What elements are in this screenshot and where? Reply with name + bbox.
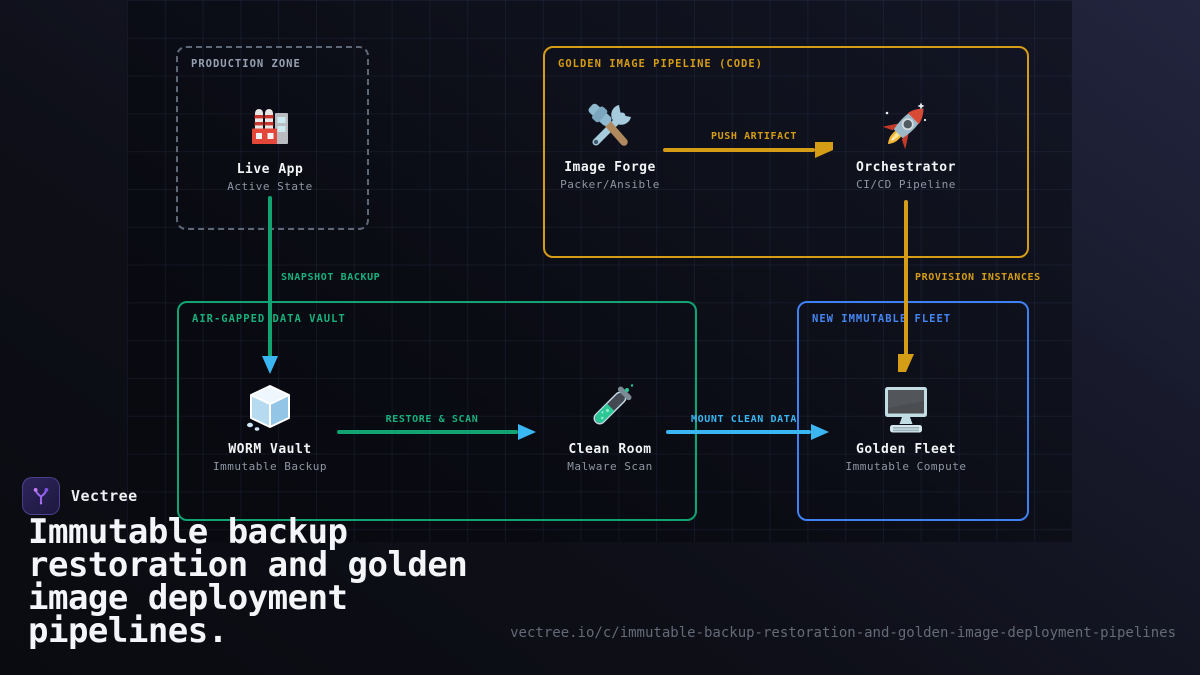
edge-provision-instances-arrowhead-icon <box>898 354 914 372</box>
node-golden-fleet-title: Golden Fleet <box>856 442 956 457</box>
node-image-forge: Image Forge Packer/Ansible <box>520 98 700 191</box>
edge-snapshot-backup-arrowhead-icon <box>262 356 278 374</box>
node-live-app-title: Live App <box>236 162 304 177</box>
edge-snapshot-backup-label: SNAPSHOT BACKUP <box>281 272 381 283</box>
zone-golden-image-pipeline: GOLDEN IMAGE PIPELINE (CODE) <box>543 46 1029 258</box>
hammer-wrench-icon <box>582 98 638 154</box>
edge-mount-clean-data-line <box>666 430 811 434</box>
node-orchestrator-subtitle: CI/CD Pipeline <box>856 178 956 191</box>
zone-new-immutable-fleet: NEW IMMUTABLE FLEET <box>797 301 1029 521</box>
brand-row: Vectree <box>22 477 138 515</box>
node-image-forge-title: Image Forge <box>564 160 656 175</box>
edge-provision-instances-line <box>904 200 908 356</box>
zone-production-label: PRODUCTION ZONE <box>191 58 301 70</box>
node-golden-fleet-subtitle: Immutable Compute <box>845 460 967 473</box>
zone-golden-image-pipeline-label: GOLDEN IMAGE PIPELINE (CODE) <box>558 58 764 70</box>
page-title-line-2: restoration and golden <box>28 545 468 585</box>
edge-restore-scan-arrowhead-icon <box>518 424 536 440</box>
edge-provision-instances-label: PROVISION INSTANCES <box>915 272 1041 283</box>
page-title-line-3: image deployment <box>28 578 348 618</box>
vectree-logo-icon <box>22 477 60 515</box>
factory-icon <box>242 100 298 156</box>
node-live-app: Live App Active State <box>180 100 360 193</box>
node-clean-room-subtitle: Malware Scan <box>567 460 653 473</box>
node-orchestrator-title: Orchestrator <box>856 160 956 175</box>
brand-name: Vectree <box>71 487 138 505</box>
node-worm-vault-subtitle: Immutable Backup <box>213 460 327 473</box>
edge-push-artifact-line <box>663 148 815 152</box>
node-worm-vault-title: WORM Vault <box>228 442 312 457</box>
node-worm-vault: WORM Vault Immutable Backup <box>180 380 360 473</box>
edge-mount-clean-data-label: MOUNT CLEAN DATA <box>691 414 797 425</box>
canonical-url: vectree.io/c/immutable-backup-restoratio… <box>510 625 1176 641</box>
zone-production: PRODUCTION ZONE <box>176 46 369 230</box>
node-clean-room: Clean Room Malware Scan <box>520 380 700 473</box>
page-title: Immutable backup restoration and golden … <box>28 512 468 651</box>
desktop-computer-icon <box>878 380 934 436</box>
rocket-icon <box>878 98 934 154</box>
node-orchestrator: Orchestrator CI/CD Pipeline <box>816 98 996 191</box>
node-image-forge-subtitle: Packer/Ansible <box>560 178 660 191</box>
page-title-line-1: Immutable backup <box>28 512 348 552</box>
edge-push-artifact-arrowhead-icon <box>815 142 833 158</box>
node-golden-fleet: Golden Fleet Immutable Compute <box>816 380 996 473</box>
edge-mount-clean-data-arrowhead-icon <box>811 424 829 440</box>
node-live-app-subtitle: Active State <box>227 180 313 193</box>
edge-restore-scan-line <box>337 430 518 434</box>
node-clean-room-title: Clean Room <box>568 442 652 457</box>
ice-cube-icon <box>242 380 298 436</box>
page-title-line-4: pipelines. <box>28 611 228 651</box>
zone-new-immutable-fleet-label: NEW IMMUTABLE FLEET <box>812 313 952 325</box>
edge-push-artifact-label: PUSH ARTIFACT <box>710 131 798 142</box>
test-tube-icon <box>582 380 638 436</box>
edge-snapshot-backup-line <box>268 196 272 358</box>
diagram-grid-canvas <box>127 0 1072 542</box>
edge-restore-scan-label: RESTORE & SCAN <box>385 414 479 425</box>
